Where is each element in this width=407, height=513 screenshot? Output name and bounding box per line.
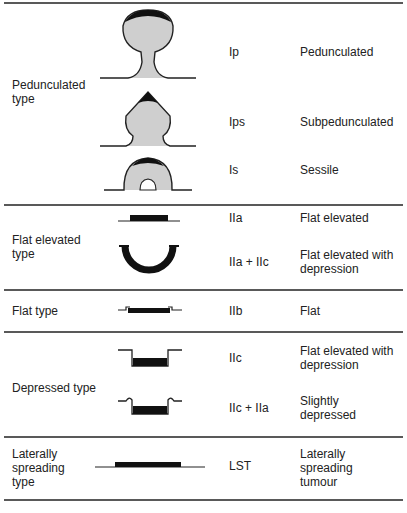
class-description: Sessile [300,163,400,177]
category-label: Laterally spreading type [12,447,84,489]
category-label: Depressed type [12,381,100,395]
class-description: Flat [300,304,400,318]
subpedunculated-lesion [100,92,196,146]
class-description: Slightly depressed [300,394,375,422]
class-description: Pedunculated [300,45,400,59]
class-code: IIc [229,351,289,365]
laterally-spreading-lesion [95,462,205,467]
class-description: Subpedunculated [300,115,400,129]
class-code: IIa + IIc [229,255,294,269]
slightly-depressed-lesion [118,398,182,414]
class-description: Flat elevated [300,211,400,225]
depressed-lesion [118,350,182,366]
class-code: LST [229,459,289,473]
class-description: Flat elevated with depression [300,248,400,276]
flat-lesion [118,307,182,313]
table-rules [4,3,403,500]
class-code: Ips [229,115,289,129]
category-label: Flat elevated type [12,233,100,261]
class-code: Ip [229,45,289,59]
category-label: Pedunculated type [12,78,100,106]
category-label: Flat type [12,304,100,318]
class-code: IIc + IIa [229,401,294,415]
class-description: Laterally spreading tumour [300,447,380,489]
flat-elevated-depressed-lesion [119,246,179,270]
class-code: IIa [229,211,289,225]
flat-elevated-lesion [118,215,180,221]
class-code: IIb [229,304,289,318]
sessile-lesion [104,158,192,190]
class-code: Is [229,163,289,177]
pedunculated-lesion [100,10,196,78]
class-description: Flat elevated with depression [300,344,400,372]
